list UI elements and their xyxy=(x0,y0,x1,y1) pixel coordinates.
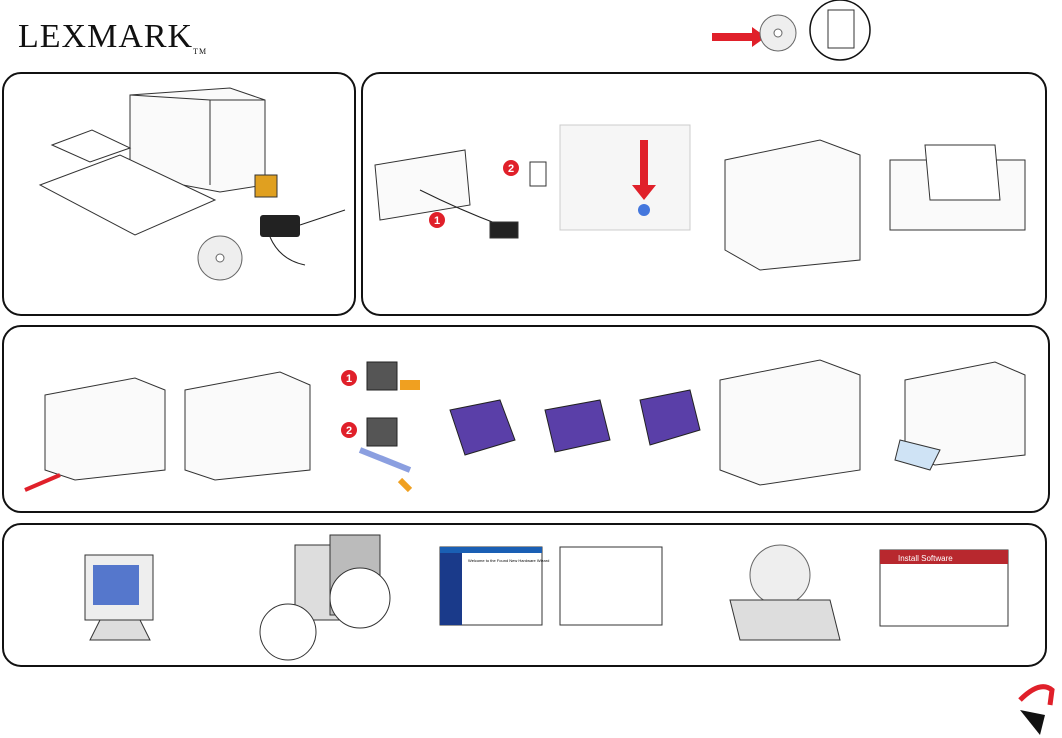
wizard-title: Welcome to the Found New Hardware Wizard xyxy=(468,558,549,563)
panel-setup xyxy=(361,72,1047,316)
flip-page-icon xyxy=(1018,684,1055,735)
wizard-screenshot: Welcome to the Found New Hardware Wizard xyxy=(439,546,549,626)
manual-illustration xyxy=(50,129,132,163)
step-number-2: 2 xyxy=(508,163,514,175)
printer-power-connection xyxy=(374,149,547,239)
brand-name: LEXMARK xyxy=(18,18,194,55)
step-number-1: 1 xyxy=(434,215,440,227)
cartridge-tape-removal xyxy=(358,361,420,493)
printer-cover-close xyxy=(719,359,861,486)
printer-paper-support xyxy=(724,139,861,271)
usb-connection-illustration xyxy=(259,534,391,661)
cartridge-badge-2 xyxy=(341,422,357,438)
step-badge-1 xyxy=(429,212,445,228)
printer-tray-open xyxy=(44,377,166,481)
cartridge-number-2: 2 xyxy=(346,425,352,437)
cartridge-badge-1 xyxy=(341,370,357,386)
power-button-closeup xyxy=(559,124,691,231)
cd-booklet-icon xyxy=(712,0,871,61)
lexmark-logo: LEXMARKTM xyxy=(18,18,207,56)
software-cd-illustration xyxy=(197,235,243,281)
step-badge-2 xyxy=(503,160,519,176)
install-title: Install Software xyxy=(898,554,953,563)
computer-monitor-illustration xyxy=(84,554,154,641)
found-hardware-dialog-screenshot xyxy=(559,546,663,626)
cartridge-illustration xyxy=(254,174,278,198)
printer-test-page xyxy=(894,361,1026,471)
trademark: TM xyxy=(193,47,208,56)
cd-drive-illustration xyxy=(729,544,841,641)
printer-cover-open xyxy=(184,371,311,481)
setup-sheet-illustration xyxy=(38,154,217,236)
power-adapter-illustration xyxy=(260,209,346,266)
arrow-icon xyxy=(24,473,61,492)
cartridge-number-1: 1 xyxy=(346,373,352,385)
paper-loading-closeup xyxy=(889,144,1026,231)
install-software-screenshot: Install Software xyxy=(879,549,1009,627)
cartridge-carrier-steps xyxy=(449,389,701,456)
